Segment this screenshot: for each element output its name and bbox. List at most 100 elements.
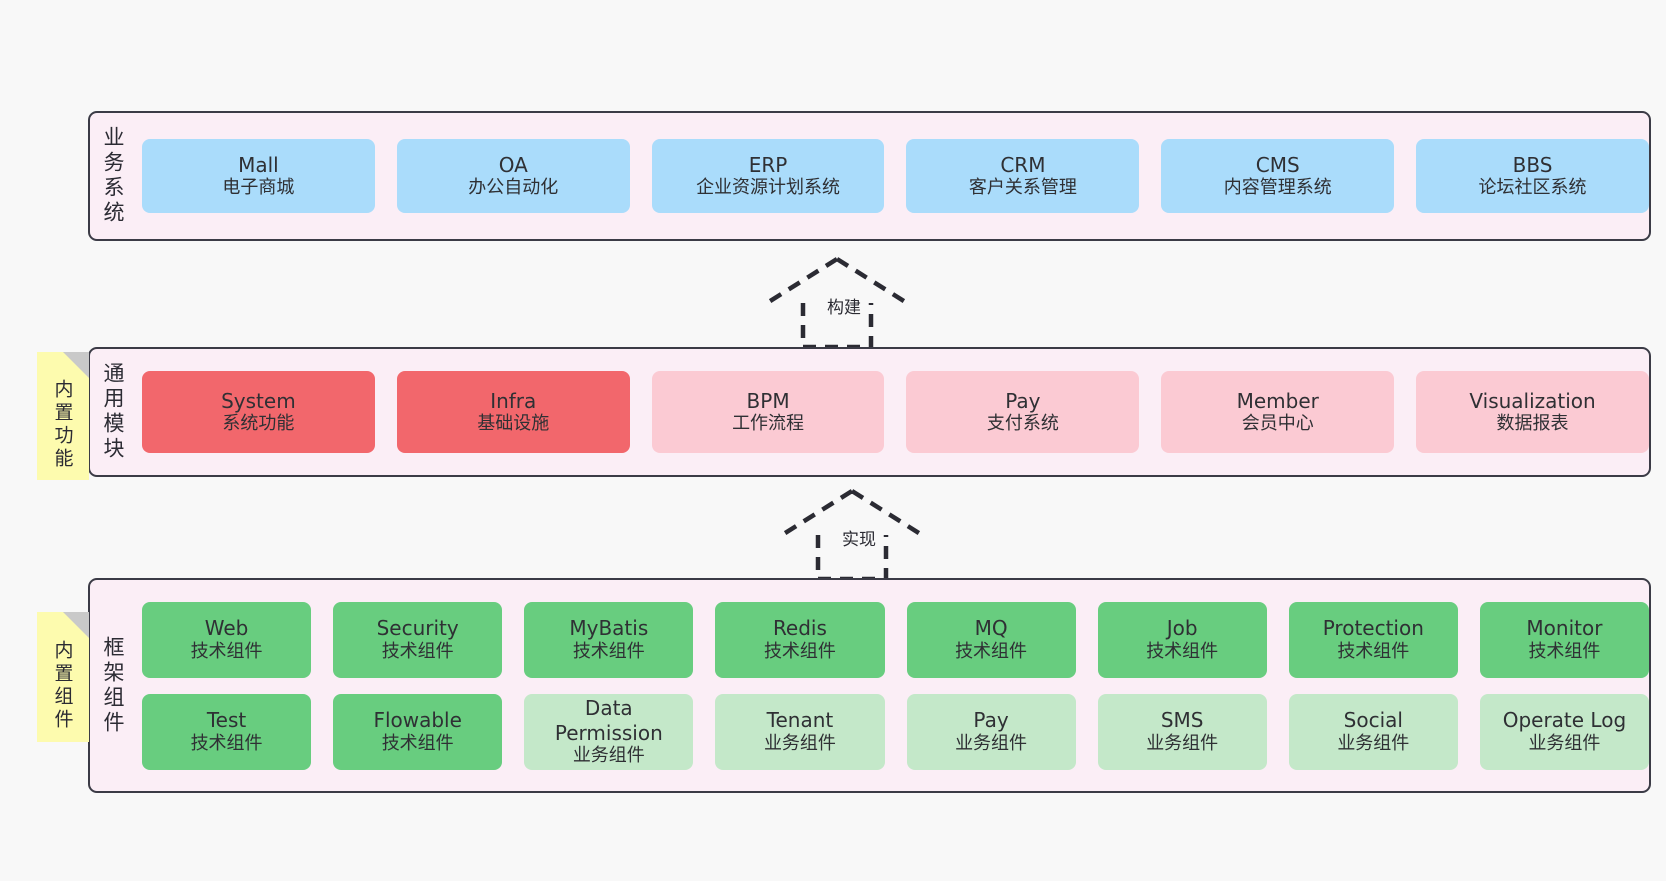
card-member[interactable]: Member 会员中心 <box>1161 371 1395 453</box>
card-title: MQ <box>974 616 1008 641</box>
card-title: Pay <box>1005 388 1041 413</box>
card-protection[interactable]: Protection 技术组件 <box>1288 601 1458 678</box>
card-web[interactable]: Web 技术组件 <box>142 601 312 678</box>
card-visualization[interactable]: Visualization 数据报表 <box>1416 371 1649 453</box>
card-mq[interactable]: MQ 技术组件 <box>906 601 1076 678</box>
card-bbs[interactable]: BBS 论坛社区系统 <box>1416 139 1649 213</box>
card-subtitle: 业务组件 <box>1337 732 1410 754</box>
card-data-permission[interactable]: Data Permission 业务组件 <box>524 693 694 770</box>
sticky-note-builtin-component: 内置组件 <box>37 612 89 742</box>
card-subtitle: 工作流程 <box>732 413 805 435</box>
card-social[interactable]: Social 业务组件 <box>1288 693 1458 770</box>
card-subtitle: 支付系统 <box>986 413 1059 435</box>
card-subtitle: 论坛社区系统 <box>1478 177 1587 199</box>
card-subtitle: 内容管理系统 <box>1223 177 1332 199</box>
sticky-note-builtin-function: 内置功能 <box>37 352 89 480</box>
card-subtitle: 系统功能 <box>222 413 295 435</box>
card-bpm[interactable]: BPM 工作流程 <box>651 371 885 453</box>
card-row: Web 技术组件 Security 技术组件 MyBatis 技术组件 Redi… <box>142 601 1649 678</box>
card-title: Member <box>1236 388 1319 413</box>
card-row: Mall 电子商城 OA 办公自动化 ERP 企业资源计划系统 CRM 客户关系… <box>142 139 1649 213</box>
card-title: Job <box>1166 616 1198 641</box>
layer-body-common: System 系统功能 Infra 基础设施 BPM 工作流程 Pay 支付系统… <box>136 349 1649 475</box>
card-title: CRM <box>1000 152 1046 177</box>
card-title: Monitor <box>1526 616 1603 641</box>
card-title: Protection <box>1322 616 1424 641</box>
card-title: System <box>221 388 296 413</box>
card-title: Mall <box>238 152 279 177</box>
card-flowable[interactable]: Flowable 技术组件 <box>333 693 503 770</box>
card-monitor[interactable]: Monitor 技术组件 <box>1479 601 1649 678</box>
layer-business-systems: 业务系统 Mall 电子商城 OA 办公自动化 ERP 企业资源计划系统 CRM… <box>88 111 1651 241</box>
card-erp[interactable]: ERP 企业资源计划系统 <box>651 139 885 213</box>
card-subtitle: 客户关系管理 <box>968 177 1077 199</box>
generalization-arrow-build: 构建 <box>757 255 917 351</box>
layer-label-business: 业务系统 <box>101 126 126 226</box>
card-title: Test <box>206 708 247 733</box>
card-title: Operate Log <box>1502 708 1627 733</box>
card-subtitle: 业务组件 <box>572 744 645 766</box>
card-subtitle: 企业资源计划系统 <box>696 177 841 199</box>
arrow-label-implement: 实现 <box>842 530 876 550</box>
card-subtitle: 办公自动化 <box>468 177 559 199</box>
layer-label-framework: 框架组件 <box>101 635 126 736</box>
card-title: Infra <box>490 388 537 413</box>
card-row: Test 技术组件 Flowable 技术组件 Data Permission … <box>142 693 1649 770</box>
card-title: Data Permission <box>554 696 663 745</box>
card-job[interactable]: Job 技术组件 <box>1097 601 1267 678</box>
card-title: Security <box>376 616 459 641</box>
layer-common-modules: 通用模块 System 系统功能 Infra 基础设施 BPM 工作流程 Pay… <box>88 347 1651 477</box>
card-title: BPM <box>746 388 790 413</box>
arrow-label-build: 构建 <box>827 298 861 318</box>
card-title: Redis <box>772 616 827 641</box>
card-subtitle: 技术组件 <box>1146 640 1219 662</box>
card-oa[interactable]: OA 办公自动化 <box>396 139 630 213</box>
card-operate-log[interactable]: Operate Log 业务组件 <box>1479 693 1649 770</box>
card-security[interactable]: Security 技术组件 <box>333 601 503 678</box>
card-cms[interactable]: CMS 内容管理系统 <box>1161 139 1395 213</box>
card-subtitle: 技术组件 <box>572 640 645 662</box>
card-tenant[interactable]: Tenant 业务组件 <box>715 693 885 770</box>
card-subtitle: 技术组件 <box>381 640 454 662</box>
card-subtitle: 技术组件 <box>1337 640 1410 662</box>
card-system[interactable]: System 系统功能 <box>142 371 375 453</box>
card-row: System 系统功能 Infra 基础设施 BPM 工作流程 Pay 支付系统… <box>142 371 1649 453</box>
layer-label-common: 通用模块 <box>101 362 126 462</box>
card-subtitle: 电子商城 <box>222 177 295 199</box>
card-title: Tenant <box>766 708 834 733</box>
card-subtitle: 技术组件 <box>190 640 263 662</box>
card-subtitle: 技术组件 <box>381 732 454 754</box>
card-subtitle: 业务组件 <box>1146 732 1219 754</box>
card-redis[interactable]: Redis 技术组件 <box>715 601 885 678</box>
card-title: CMS <box>1255 152 1300 177</box>
card-subtitle: 业务组件 <box>763 732 836 754</box>
layer-body-framework: Web 技术组件 Security 技术组件 MyBatis 技术组件 Redi… <box>136 580 1649 791</box>
card-subtitle: 会员中心 <box>1241 413 1314 435</box>
card-title: ERP <box>748 152 788 177</box>
card-mall[interactable]: Mall 电子商城 <box>142 139 375 213</box>
card-pay-business[interactable]: Pay 业务组件 <box>906 693 1076 770</box>
card-subtitle: 数据报表 <box>1496 413 1569 435</box>
card-title: BBS <box>1512 152 1553 177</box>
card-subtitle: 技术组件 <box>955 640 1028 662</box>
card-subtitle: 基础设施 <box>477 413 550 435</box>
card-title: Pay <box>973 708 1009 733</box>
card-infra[interactable]: Infra 基础设施 <box>396 371 630 453</box>
layer-framework-components: 框架组件 Web 技术组件 Security 技术组件 MyBatis 技术组件… <box>88 578 1651 793</box>
generalization-arrow-implement: 实现 <box>772 487 932 583</box>
card-title: SMS <box>1160 708 1204 733</box>
card-subtitle: 技术组件 <box>763 640 836 662</box>
card-crm[interactable]: CRM 客户关系管理 <box>906 139 1140 213</box>
card-title: Visualization <box>1469 388 1596 413</box>
card-pay[interactable]: Pay 支付系统 <box>906 371 1140 453</box>
card-sms[interactable]: SMS 业务组件 <box>1097 693 1267 770</box>
card-test[interactable]: Test 技术组件 <box>142 693 312 770</box>
card-subtitle: 业务组件 <box>955 732 1028 754</box>
card-title: Flowable <box>373 708 462 733</box>
card-subtitle: 技术组件 <box>1528 640 1601 662</box>
card-title: Social <box>1343 708 1403 733</box>
card-mybatis[interactable]: MyBatis 技术组件 <box>524 601 694 678</box>
card-title: MyBatis <box>569 616 649 641</box>
card-title: OA <box>498 152 528 177</box>
